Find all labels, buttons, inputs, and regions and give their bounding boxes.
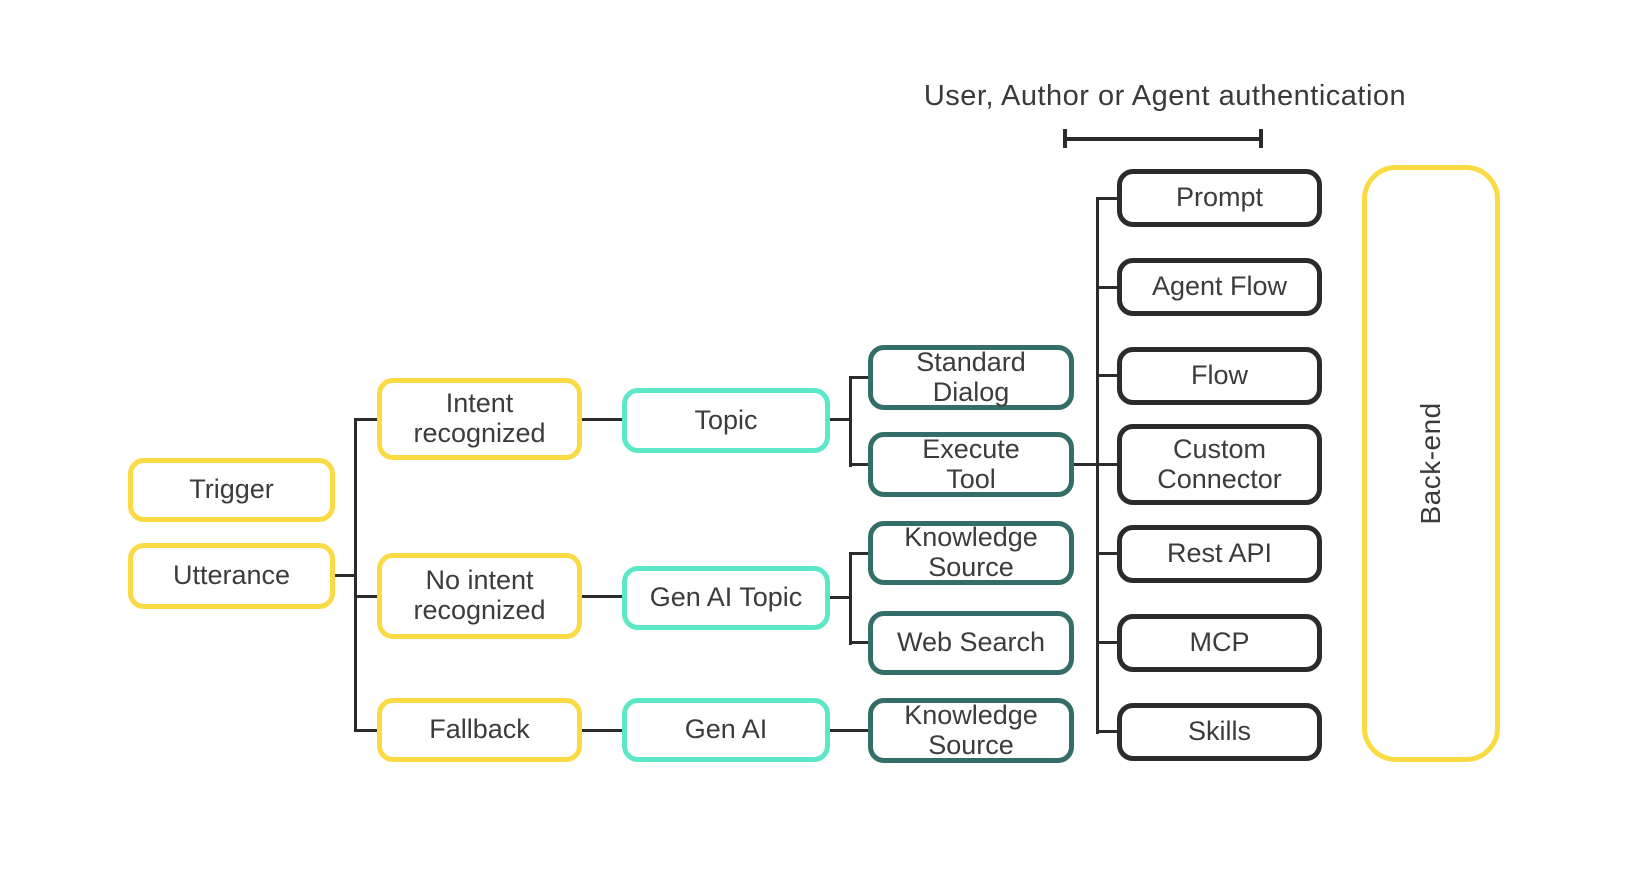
connector-line xyxy=(849,463,869,466)
node-label: Agent Flow xyxy=(1151,271,1288,302)
connector-line xyxy=(582,595,623,598)
connector-line xyxy=(830,729,869,732)
node-no-intent-recognized: No intent recognized xyxy=(377,553,582,639)
node-label: Flow xyxy=(1190,360,1248,391)
bracket-left-tick xyxy=(1063,129,1067,148)
connector-line xyxy=(1096,552,1118,555)
node-utterance: Utterance xyxy=(128,543,335,609)
connector-line xyxy=(1096,374,1118,377)
authentication-bracket xyxy=(1063,137,1263,141)
node-knowledge-source-top: Knowledge Source xyxy=(868,521,1074,585)
node-standard-dialog: Standard Dialog xyxy=(868,345,1074,410)
node-agent-flow: Agent Flow xyxy=(1117,258,1322,316)
node-label: Knowledge Source xyxy=(904,699,1038,760)
connector-line xyxy=(1096,286,1118,289)
node-label: Gen AI xyxy=(684,714,768,745)
node-execute-tool: Execute Tool xyxy=(868,432,1074,497)
node-web-search: Web Search xyxy=(868,611,1074,675)
connector-line xyxy=(849,641,869,644)
node-rest-api: Rest API xyxy=(1117,525,1322,583)
node-trigger: Trigger xyxy=(128,458,335,522)
node-custom-connector: Custom Connector xyxy=(1117,424,1322,505)
node-skills: Skills xyxy=(1117,703,1322,761)
connector-line xyxy=(849,552,869,555)
node-label: Gen AI Topic xyxy=(649,582,803,613)
connector-line xyxy=(1096,641,1118,644)
node-intent-recognized: Intent recognized xyxy=(377,378,582,460)
node-label: Execute Tool xyxy=(922,433,1020,494)
connector-line xyxy=(1096,197,1099,734)
node-label: Fallback xyxy=(429,714,530,745)
connector-line xyxy=(354,729,378,732)
connector-line xyxy=(354,418,357,732)
connector-line xyxy=(849,376,869,379)
connector-line xyxy=(354,418,378,421)
node-label: Utterance xyxy=(172,560,291,591)
node-mcp: MCP xyxy=(1117,614,1322,672)
connector-line xyxy=(830,418,852,421)
node-gen-ai-topic: Gen AI Topic xyxy=(622,566,830,630)
connector-line xyxy=(1096,730,1118,733)
node-flow: Flow xyxy=(1117,347,1322,405)
node-label: Topic xyxy=(694,404,758,435)
node-gen-ai: Gen AI xyxy=(622,698,830,762)
node-label: Back-end xyxy=(1414,402,1446,525)
node-knowledge-source-bottom: Knowledge Source xyxy=(868,698,1074,763)
connector-line xyxy=(582,729,623,732)
node-fallback: Fallback xyxy=(377,698,582,762)
connector-line xyxy=(1096,197,1118,200)
node-label: Web Search xyxy=(896,627,1046,658)
node-label: No intent recognized xyxy=(413,565,546,625)
node-label: Intent recognized xyxy=(413,388,546,448)
connector-line xyxy=(354,595,378,598)
node-label: Prompt xyxy=(1175,182,1264,213)
connector-line xyxy=(849,376,852,467)
connector-line xyxy=(830,596,852,599)
node-label: Standard Dialog xyxy=(916,346,1026,407)
bracket-right-tick xyxy=(1259,129,1263,148)
node-label: Skills xyxy=(1187,716,1251,747)
node-label: Rest API xyxy=(1166,538,1273,569)
node-label: Knowledge Source xyxy=(904,522,1038,582)
node-label: Trigger xyxy=(189,474,274,505)
node-label: Custom Connector xyxy=(1157,433,1282,494)
connector-line xyxy=(335,574,356,577)
node-prompt: Prompt xyxy=(1117,169,1322,227)
node-label: MCP xyxy=(1189,627,1250,658)
authentication-label: User, Author or Agent authentication xyxy=(923,80,1407,112)
connector-line xyxy=(582,418,623,421)
connector-line xyxy=(849,552,852,645)
node-topic: Topic xyxy=(622,388,830,453)
node-back-end: Back-end xyxy=(1362,165,1500,762)
